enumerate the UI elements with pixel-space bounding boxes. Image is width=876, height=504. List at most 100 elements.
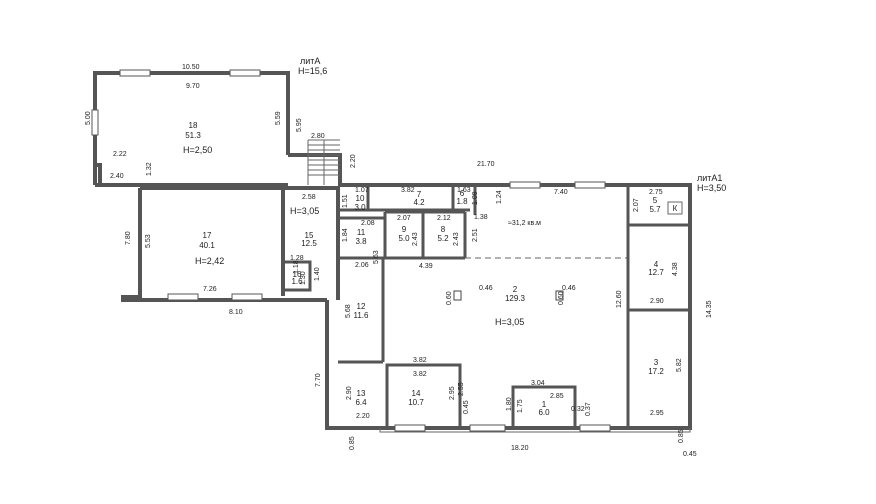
dimension-label: 1.40 — [314, 267, 321, 281]
dimension-label: 10.50 — [182, 64, 200, 71]
dimension-label: 1.32 — [146, 162, 153, 176]
dimension-label: 7.70 — [315, 373, 322, 387]
dimension-label: 2.95 — [449, 386, 456, 400]
room-num: 7 — [417, 190, 422, 199]
room-labels: 18 51.3 17 40.1 15 12.5 16 1.6 10 3.0 7 … — [185, 121, 664, 417]
room-area: 10.7 — [408, 398, 424, 407]
dimension-label: 2.55 — [458, 382, 465, 396]
k-marker: К — [667, 201, 683, 215]
room-num: 10 — [356, 194, 365, 203]
dimension-label: 4.39 — [419, 263, 433, 270]
room-num: 6 — [460, 189, 465, 198]
room-num: 13 — [357, 389, 366, 398]
dimension-label: 7.26 — [203, 286, 217, 293]
room-num: 1 — [542, 400, 547, 409]
room-num: 3 — [654, 358, 659, 367]
dimension-label: 14.35 — [706, 300, 713, 318]
dimension-label: 5.53 — [145, 234, 152, 248]
room-num: 5 — [653, 196, 658, 205]
dimension-label: 9.70 — [186, 83, 200, 90]
room-num: 2 — [513, 285, 518, 294]
dimension-label: 2.06 — [355, 262, 369, 269]
dimension-label: 2.20 — [356, 413, 370, 420]
dimension-label: 1.30 — [300, 271, 307, 285]
dimension-label: 2.20 — [350, 154, 357, 168]
room-area: 5.2 — [437, 234, 449, 243]
dimension-label: 2.43 — [453, 232, 460, 246]
room-area: 6.4 — [355, 398, 367, 407]
dimension-label: 1.80 — [506, 397, 513, 411]
room-num: 9 — [402, 225, 407, 234]
room-area: 17.2 — [648, 367, 664, 376]
room-num: 12 — [357, 302, 366, 311]
dimension-labels: 10.50 9.70 2.80 2.22 2.40 21.70 2.58 7.2… — [110, 64, 697, 458]
stairs — [307, 139, 340, 185]
outer-walls — [93, 71, 692, 433]
dimension-label: 0.32 — [571, 406, 585, 413]
room-area: 4.2 — [413, 198, 425, 207]
dimension-label: 21.70 — [477, 161, 495, 168]
dimension-label: 2.85 — [550, 393, 564, 400]
dimension-label: 4.38 — [672, 262, 679, 276]
room-num: 14 — [412, 389, 421, 398]
dimension-label: 2.07 — [633, 198, 640, 212]
dimension-label: 0.45 — [683, 451, 697, 458]
dimension-label: 1.63 — [457, 187, 471, 194]
dimension-label: 1.07 — [355, 187, 369, 194]
dimension-label: 3.04 — [531, 380, 545, 387]
room-area: 12.5 — [301, 239, 317, 248]
dimension-label: 5.00 — [85, 111, 92, 125]
room18-height: H=2,50 — [183, 145, 212, 155]
room-area: 129.3 — [505, 294, 526, 303]
dimension-label: 0.37 — [585, 402, 592, 416]
dimension-label: 2.08 — [361, 220, 375, 227]
room-num: 11 — [357, 228, 366, 237]
dimension-label: 2.43 — [412, 232, 419, 246]
dimension-label: 1.24 — [496, 190, 503, 204]
dimension-label: 2.95 — [650, 410, 664, 417]
dimension-label: 1.51 — [342, 194, 349, 208]
dimension-label: 7.80 — [125, 231, 132, 245]
main-height: H=3,05 — [495, 317, 524, 327]
lit-a-label: литА — [300, 56, 320, 66]
dimension-label: 2.51 — [472, 228, 479, 242]
room-area: 5.7 — [649, 205, 661, 214]
dimension-label: 0.85 — [349, 436, 356, 450]
room17-height: H=2,42 — [195, 256, 224, 266]
dimension-label: 5.68 — [345, 304, 352, 318]
room-area: 1.8 — [456, 197, 468, 206]
lit-a1-label: литА1 — [697, 173, 722, 183]
room15-height: H=3,05 — [290, 206, 319, 216]
room-area: 3.0 — [354, 203, 366, 212]
room-num: 15 — [305, 231, 314, 240]
dimension-label: 2.12 — [437, 215, 451, 222]
dimension-label: 2.80 — [311, 133, 325, 140]
dimension-label: 2.75 — [649, 189, 663, 196]
dimension-label: 3.82 — [413, 357, 427, 364]
vertical-dimension-labels: 5.00 5.59 5.95 1.32 2.20 7.80 5.53 1.18 … — [85, 111, 713, 450]
dimension-label: 5.95 — [296, 118, 303, 132]
room-area: 51.3 — [185, 131, 201, 140]
interior-walls — [285, 187, 690, 428]
room-area: 1.6 — [291, 277, 303, 286]
columns — [453, 290, 564, 301]
dimension-label: 3.82 — [413, 371, 427, 378]
dimension-label: 3.82 — [401, 187, 415, 194]
dimension-label: 1.09 — [472, 191, 479, 205]
dimension-label: 0.45 — [463, 400, 470, 414]
dimension-label: К — [673, 204, 678, 213]
dimension-label: 5.59 — [275, 111, 282, 125]
lit-a1-height: H=3,50 — [697, 183, 726, 193]
dimension-label: 18.20 — [511, 445, 529, 452]
dimension-label: 2.90 — [650, 298, 664, 305]
dimension-label: 2.07 — [397, 215, 411, 222]
dimension-label: 12.60 — [616, 290, 623, 308]
room-area: 11.6 — [354, 311, 370, 320]
dimension-label: 0.46 — [562, 285, 576, 292]
room-area: 6.0 — [538, 408, 550, 417]
room-area: 40.1 — [199, 241, 215, 250]
dimension-label: 2.58 — [302, 194, 316, 201]
room-num: 4 — [654, 260, 659, 269]
room-area: 3.8 — [355, 237, 367, 246]
